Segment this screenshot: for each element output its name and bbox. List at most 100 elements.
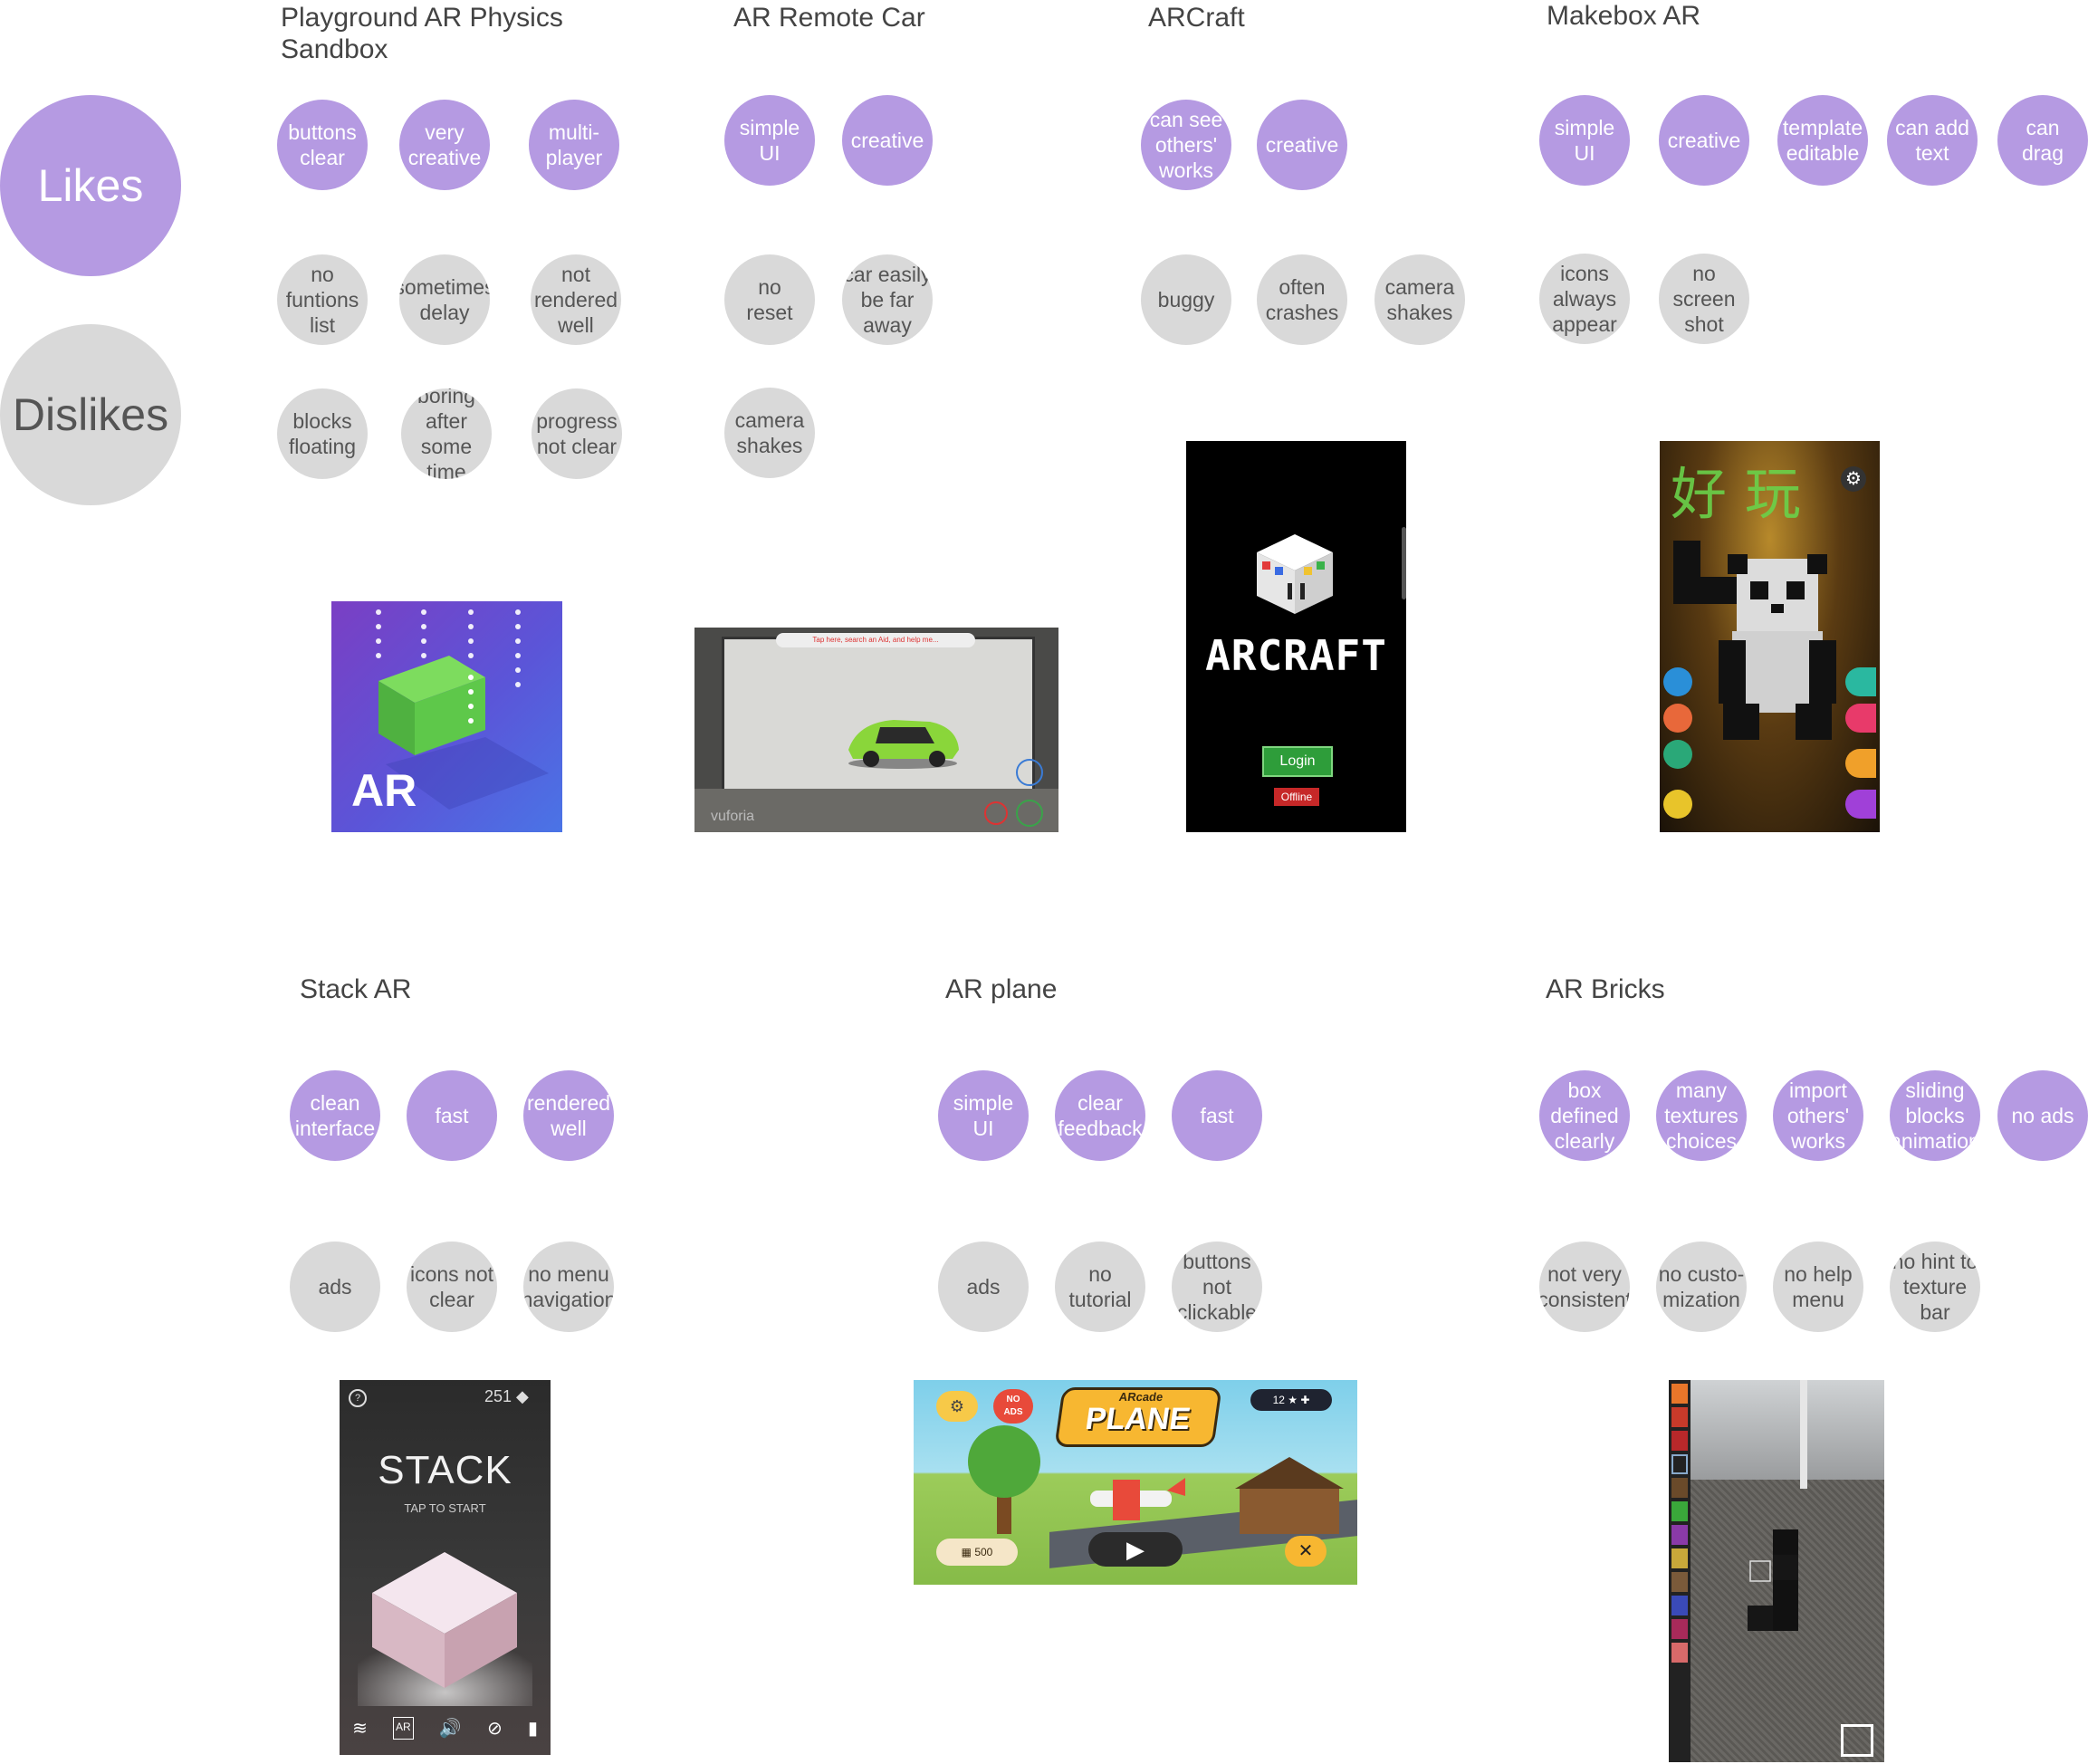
dislike-bubble: buggy <box>1141 254 1231 345</box>
panda-model <box>1673 541 1836 740</box>
screenshot-remote-car: Tap here, search an Aid, and help me... … <box>694 628 1058 832</box>
tree <box>968 1425 1040 1534</box>
screenshot-bricks <box>1669 1380 1884 1762</box>
dislike-bubble: no hint to texture bar <box>1890 1242 1980 1332</box>
copy-icon[interactable] <box>1841 1724 1873 1757</box>
dislike-bubble: blocks floating <box>277 388 368 479</box>
like-bubble: creative <box>842 95 933 186</box>
like-bubble: creative <box>1659 95 1749 186</box>
texture-swatch[interactable] <box>1671 1596 1688 1615</box>
dislike-bubble: no tutorial <box>1055 1242 1145 1332</box>
stand-pole <box>1800 1380 1807 1489</box>
like-bubble: multi- player <box>529 100 619 190</box>
hand-icon[interactable] <box>1845 790 1876 819</box>
erase-icon[interactable] <box>1845 704 1876 733</box>
brush-icon[interactable] <box>1845 749 1876 778</box>
close-icon[interactable]: ✕ <box>1285 1536 1327 1567</box>
plane-model <box>1090 1478 1185 1520</box>
dislike-bubble: no menu navigation <box>523 1242 614 1332</box>
dislike-bubble: buttons not clickable <box>1172 1242 1262 1332</box>
tap-to-start[interactable]: TAP TO START <box>404 1501 486 1515</box>
no-ads-icon[interactable]: ⊘ <box>486 1719 503 1739</box>
car-icon <box>848 720 959 769</box>
plane-logo: ARcade PLANE <box>1054 1387 1222 1447</box>
texture-swatch[interactable] <box>1671 1384 1688 1404</box>
no-ads-button[interactable]: NO ADS <box>993 1389 1033 1424</box>
dislike-bubble: no screen shot <box>1659 254 1749 344</box>
texture-swatch[interactable] <box>1671 1619 1688 1639</box>
arcraft-box-icon <box>1257 534 1333 614</box>
dislike-bubble: icons not clear <box>407 1242 497 1332</box>
dislike-bubble: no reset <box>724 254 815 345</box>
app-title-arcraft: ARCraft <box>1148 3 1245 33</box>
like-bubble: rendered well <box>523 1070 614 1161</box>
gear-icon[interactable]: ⚙ <box>1841 466 1866 492</box>
texture-swatch[interactable] <box>1671 1431 1688 1451</box>
texture-bar <box>1669 1380 1691 1762</box>
star-counter: 12 ★ ✚ <box>1250 1389 1332 1411</box>
like-bubble: clear feedback <box>1055 1070 1145 1161</box>
brick-model <box>1748 1529 1798 1631</box>
texture-swatch[interactable] <box>1671 1407 1688 1427</box>
coin-counter: ▦ 500 <box>936 1539 1018 1566</box>
dislike-bubble: car easily be far away <box>842 254 933 345</box>
leaderboard-icon[interactable]: ▮ <box>527 1719 538 1739</box>
offline-button[interactable]: Offline <box>1274 788 1319 806</box>
help-icon[interactable]: ? <box>349 1389 367 1407</box>
dislike-bubble: progress not clear <box>532 388 622 479</box>
log-cabin <box>1235 1457 1344 1534</box>
add-block-icon[interactable] <box>1845 667 1876 696</box>
texture-swatch[interactable] <box>1671 1525 1688 1545</box>
dislike-bubble: no custo- mization <box>1656 1242 1747 1332</box>
like-bubble: simple UI <box>724 95 815 186</box>
play-button[interactable]: ▶ <box>1088 1532 1183 1567</box>
screenshot-makebox: 好 玩 ⚙ <box>1660 441 1880 832</box>
texture-swatch[interactable] <box>1671 1572 1688 1592</box>
app-title-remote-car: AR Remote Car <box>733 3 925 33</box>
like-bubble: box defined clearly <box>1539 1070 1630 1161</box>
like-bubble: import others' works <box>1773 1070 1863 1161</box>
gem-score: 251 ◆ <box>484 1387 529 1405</box>
login-button[interactable]: Login <box>1262 746 1333 777</box>
handwriting-text: 好 玩 <box>1671 461 1801 527</box>
app-title-makebox: Makebox AR <box>1547 1 1701 31</box>
app-title-playground: Playground AR Physics Sandbox <box>281 3 563 64</box>
like-bubble: can drag <box>1997 95 2088 186</box>
scroll-handle <box>1402 527 1406 599</box>
stack-title: STACK <box>378 1448 512 1492</box>
dislike-bubble: no funtions list <box>277 254 368 345</box>
palette-icon[interactable] <box>1663 740 1692 769</box>
ar-icon[interactable]: AR <box>393 1717 414 1740</box>
screenshot-plane: ARcade PLANE ⚙ NO ADS 12 ★ ✚ ▦ 500 ▶ ✕ <box>914 1380 1357 1585</box>
settings-icon[interactable]: ⚙ <box>936 1391 978 1422</box>
car-search-hint: Tap here, search an Aid, and help me... <box>776 633 975 647</box>
wall <box>1669 1380 1884 1480</box>
like-bubble: can see others' works <box>1141 100 1231 190</box>
dislike-bubble: not rendered well <box>531 254 621 345</box>
steer-icon[interactable] <box>1016 759 1043 786</box>
app-title-bricks: AR Bricks <box>1546 974 1665 1004</box>
share-icon[interactable] <box>1663 667 1692 696</box>
legend-dislikes: Dislikes <box>0 324 181 505</box>
brake-icon[interactable] <box>984 801 1008 825</box>
dislike-bubble: ads <box>290 1242 380 1332</box>
texture-swatch[interactable] <box>1671 1548 1688 1568</box>
dislike-bubble: camera shakes <box>724 388 815 478</box>
speaker-icon[interactable]: 🔊 <box>438 1719 462 1739</box>
texture-swatch[interactable] <box>1671 1454 1688 1474</box>
texture-swatch[interactable] <box>1671 1501 1688 1521</box>
texture-swatch[interactable] <box>1671 1643 1688 1663</box>
dislike-bubble: sometimes delay <box>399 254 490 345</box>
layers-icon[interactable] <box>1663 704 1692 733</box>
like-bubble: fast <box>407 1070 497 1161</box>
vuforia-watermark: vuforia <box>711 809 755 824</box>
like-bubble: can add text <box>1887 95 1978 186</box>
layers-icon[interactable]: ≋ <box>352 1719 368 1739</box>
texture-swatch[interactable] <box>1671 1478 1688 1498</box>
playground-art <box>376 609 549 810</box>
like-bubble: creative <box>1257 100 1347 190</box>
stack-toolbar: ≋ AR 🔊 ⊘ ▮ <box>340 1717 551 1740</box>
screenshot-playground: AR <box>331 601 562 832</box>
blocks-icon[interactable] <box>1663 790 1692 819</box>
speed-icon[interactable] <box>1016 800 1043 827</box>
